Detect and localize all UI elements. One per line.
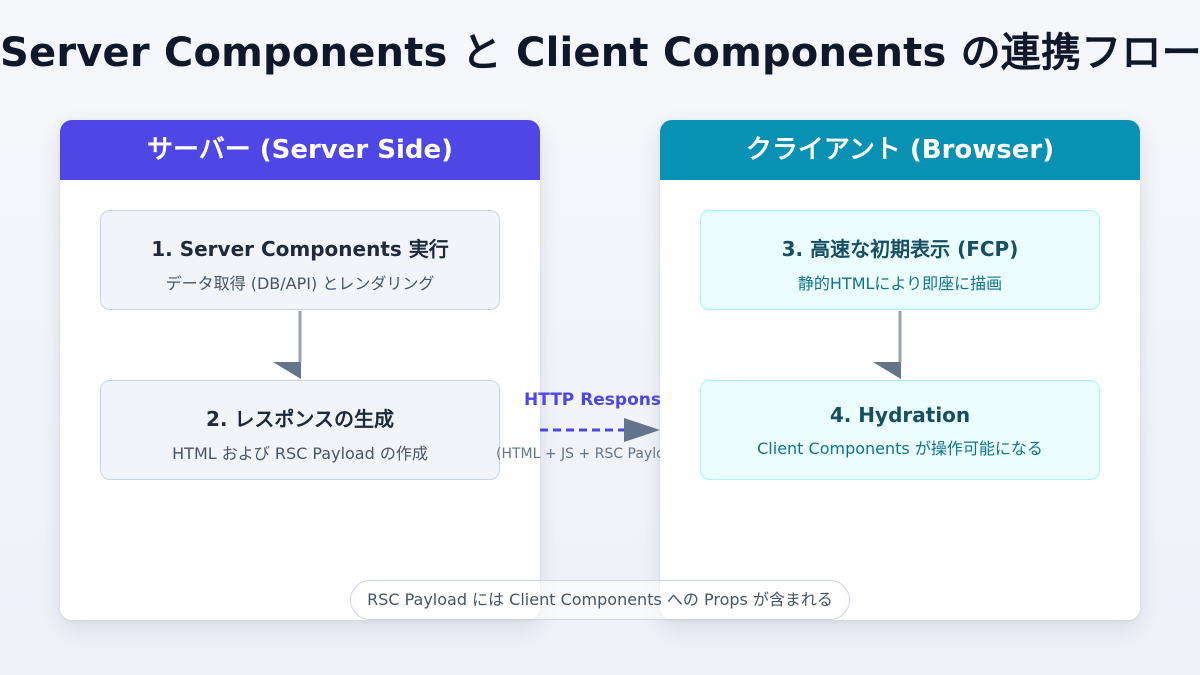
step-subtitle: Client Components が操作可能になる [757,439,1043,458]
step-title: 4. Hydration [829,403,971,427]
step-subtitle: データ取得 (DB/API) とレンダリング [165,274,435,293]
http-response-label: HTTP Response [524,390,660,410]
step-subtitle: HTML および RSC Payload の作成 [172,444,428,463]
step-hydration: 4. Hydration Client Components が操作可能になる [700,380,1100,480]
arrow-server-step1-to-step2 [273,311,302,379]
client-panel-header: クライアント (Browser) [660,120,1140,180]
props-note: RSC Payload には Client Components への Prop… [350,580,850,620]
step-title: 2. レスポンスの生成 [205,407,395,431]
step-title: 1. Server Components 実行 [151,237,449,261]
arrow-client-step3-to-step4 [873,311,902,379]
server-panel-header: サーバー (Server Side) [60,120,540,180]
step-response-generation: 2. レスポンスの生成 HTML および RSC Payload の作成 [100,380,500,480]
arrow-http-response [540,418,660,442]
page-title: Server Components と Client Components の連… [0,30,1200,76]
step-server-components-execution: 1. Server Components 実行 データ取得 (DB/API) と… [100,210,500,310]
step-fast-initial-display: 3. 高速な初期表示 (FCP) 静的HTMLにより即座に描画 [700,210,1100,310]
step-title: 3. 高速な初期表示 (FCP) [781,237,1019,261]
step-subtitle: 静的HTMLにより即座に描画 [797,274,1003,293]
http-response-sublabel: (HTML + JS + RSC Payload) [496,446,660,462]
